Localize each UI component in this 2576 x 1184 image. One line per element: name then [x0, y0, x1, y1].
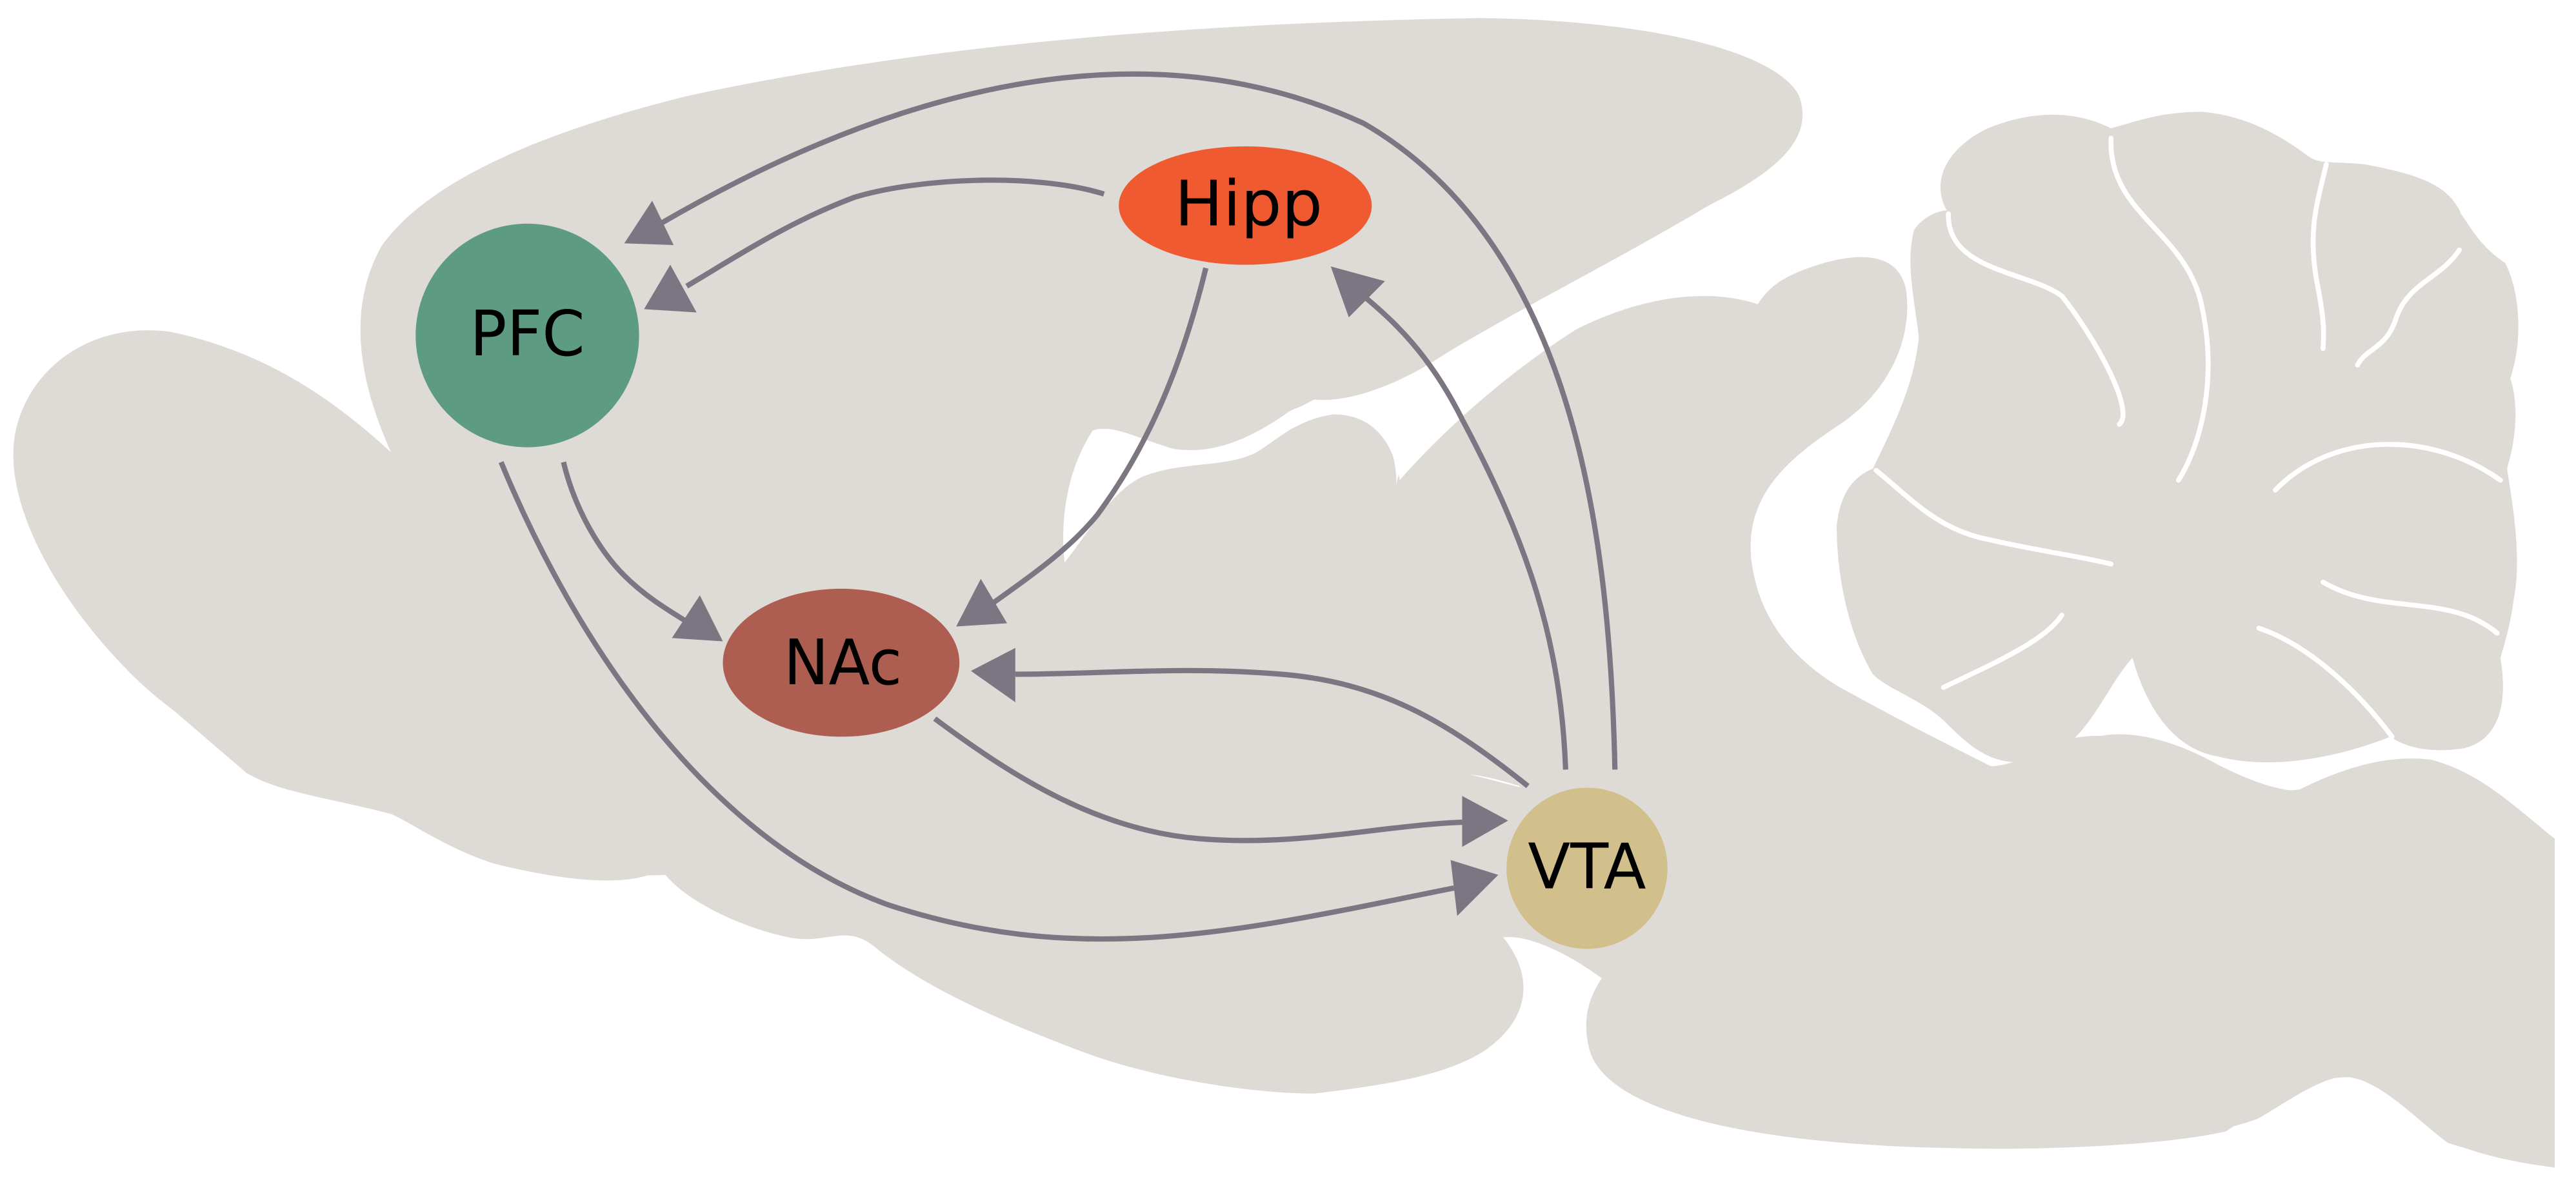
edge-pfc-nac: [561, 461, 688, 624]
arrowhead-pfc-nac: [672, 595, 723, 642]
vta-circle: [1506, 787, 1668, 949]
pfc-label: PFC: [470, 297, 584, 370]
arrowhead-hipp-pfc: [644, 264, 697, 313]
nac-label: NAc: [784, 626, 902, 699]
arrowhead-hipp-nac: [956, 578, 1008, 627]
nac-ellipse: [723, 588, 960, 737]
cerebellar-sulci: [1873, 135, 2503, 740]
node-pfc: PFC: [415, 223, 639, 448]
sulcus: [2321, 579, 2500, 636]
arrowhead-nac-vta: [1462, 796, 1508, 847]
sulcus: [2310, 162, 2329, 351]
sulcus: [2108, 135, 2211, 483]
brainstem: [1503, 687, 2555, 1168]
node-nac: NAc: [723, 588, 960, 737]
hippocampal-fissure: [1064, 255, 1758, 563]
pfc-circle: [415, 223, 639, 448]
node-hipp: Hipp: [1119, 146, 1372, 265]
arrowhead-vta-hipp: [1330, 266, 1385, 318]
sulcus: [1941, 612, 2064, 690]
sulcus: [2256, 626, 2395, 740]
sulcus: [2273, 442, 2503, 493]
edge-vta-hipp: [1362, 293, 1568, 770]
edge-nac-vta: [933, 716, 1463, 844]
ventral-forebrain: [246, 493, 1602, 1094]
edge-vta-nac: [1015, 667, 1530, 789]
vta-label: VTA: [1528, 830, 1646, 903]
arrowhead-vta-pfc: [624, 201, 674, 245]
arrowhead-pfc-vta: [1450, 860, 1499, 916]
edge-hipp-nac: [990, 267, 1209, 606]
cerebellum: [1837, 112, 2519, 763]
projections: [498, 71, 1618, 942]
edge-vta-pfc: [659, 71, 1618, 770]
ventral-notch: [1503, 936, 1602, 983]
sulcus: [1873, 468, 2114, 567]
edge-pfc-vta: [498, 460, 1455, 942]
edge-hipp-pfc: [685, 177, 1105, 289]
node-vta: VTA: [1506, 787, 1668, 949]
hipp-ellipse: [1119, 146, 1372, 265]
arrowhead-vta-nac: [971, 647, 1015, 702]
hipp-label: Hipp: [1175, 168, 1323, 241]
fissures: [1064, 255, 1758, 983]
sulcus: [2355, 247, 2462, 368]
sulcus: [1946, 211, 2126, 427]
